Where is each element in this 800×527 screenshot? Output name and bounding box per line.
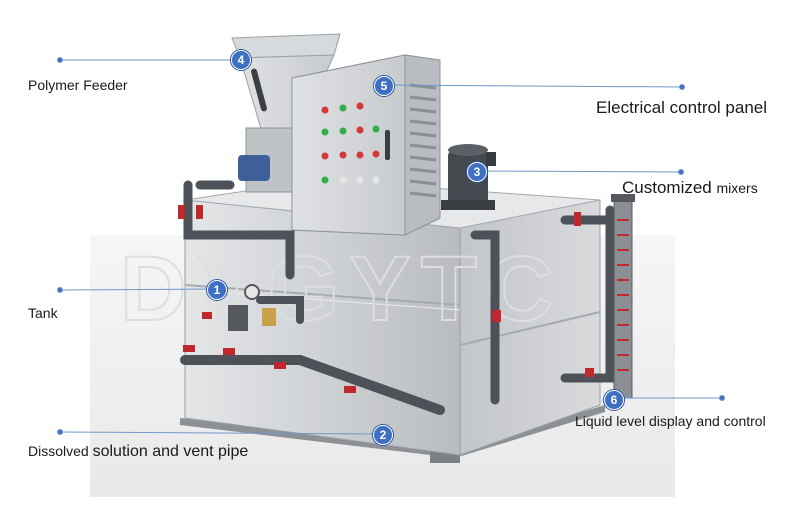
callout-badge-1: 1 [207, 280, 227, 300]
callout-badge-2: 2 [373, 425, 393, 445]
indicator-lights [321, 102, 380, 184]
callout-badge-3: 3 [467, 162, 487, 182]
pressure-gauge [244, 284, 260, 300]
label-dissolved-solution-vent-pipe: Dissolved solution and vent pipe [28, 443, 249, 460]
level-scale [617, 219, 629, 371]
valves [178, 205, 594, 393]
label-polymer-feeder: Polymer Feeder [28, 77, 128, 93]
callout-badge-6: 6 [604, 390, 624, 410]
level-column [613, 197, 633, 399]
callout-badge-4: 4 [231, 50, 251, 70]
feeder-motor [238, 155, 270, 181]
brass-fitting [262, 308, 276, 326]
label-electrical-control-panel: Electrical control panel [596, 98, 768, 117]
label-customized-mixers: Customized mixers [622, 178, 758, 197]
tank-seam-side [459, 311, 601, 346]
panel-handle [385, 130, 390, 160]
label-tank: Tank [28, 305, 58, 321]
dosing-valve-body [228, 305, 248, 331]
pipework [180, 180, 617, 415]
mixer-mount [441, 200, 495, 210]
leader-lines [57, 57, 725, 435]
label-liquid-level-display: Liquid level display and control [575, 413, 766, 429]
tank-seam-front [184, 284, 461, 306]
callout-badge-5: 5 [374, 76, 394, 96]
